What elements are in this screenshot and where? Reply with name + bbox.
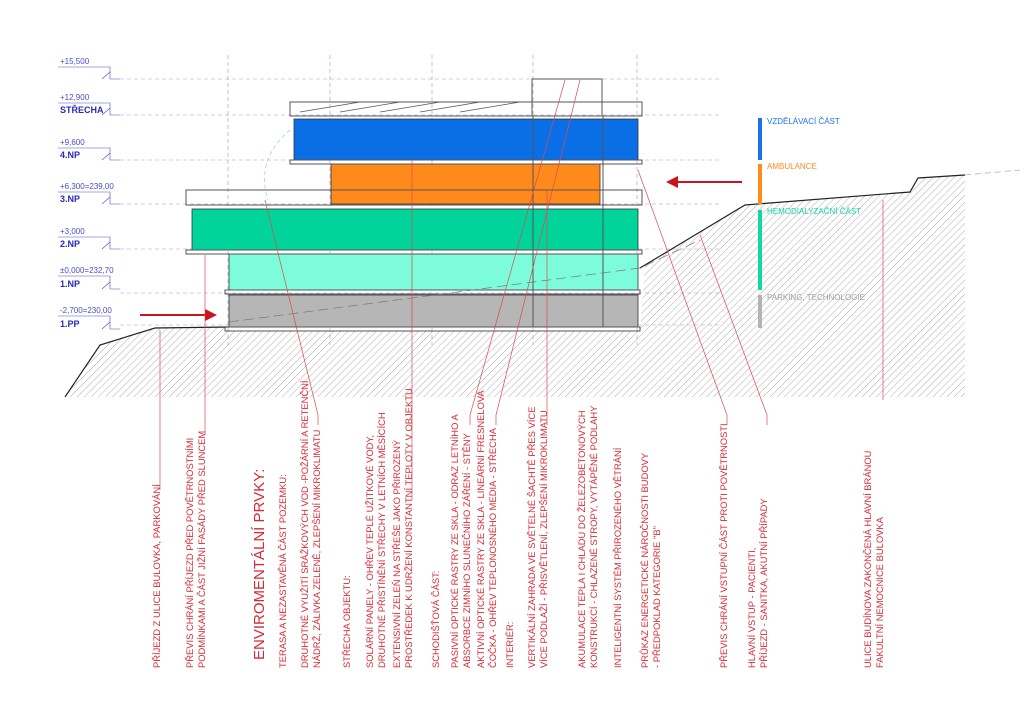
note-previs-south-2: PODMÍNKAMI A ČÁST JIŽNÍ FASÁDY PŘED SLUN… (196, 431, 207, 668)
level-2np: +3,000 2.NP (58, 227, 120, 250)
level-4np: +9,600 4.NP (58, 138, 120, 161)
building-floors (191, 118, 639, 328)
leader-lines (159, 79, 884, 500)
note-aktivni-2: ČOČKA - OHŘEV TEPLONOSNÉHO MEDIA - STŘEC… (487, 427, 498, 668)
structure-outline (185, 78, 701, 332)
level-1np: ±0,000=232,70 1.NP (58, 266, 120, 290)
svg-text:+3,000: +3,000 (60, 227, 85, 236)
note-prijezd: PŘÍJEZD Z ULICE BULOVKA, PARKOVÁNÍ (151, 484, 162, 668)
svg-text:+12,900: +12,900 (60, 93, 90, 102)
note-previs-vstup: PŘEVIS CHRÁNÍ VSTUPNÍ ČÁST PROTI POVĚTRN… (718, 423, 729, 668)
note-prukaz-1: PRŮKAZ ENERGETICKÉ NÁROČNOSTI BUDOVY (639, 452, 650, 668)
legend-bar-parking (758, 295, 762, 328)
note-extensivni-1: EXTENSIVNÍ ZELEŇ NA STŘEŠE JAKO PŘIROZEN… (391, 439, 402, 668)
level-1pp: -2,700=230,00 1.PP (58, 306, 120, 330)
note-vertikalni-2: VÍCE PODLAŽÍ - PŘISVĚTLENÍ, ZLEPŠENÍ MIK… (538, 410, 549, 668)
note-ulice-1: ULICE BUDÍNOVA ZAKONČENÁ HLAVNÍ BRÁNOU (862, 450, 873, 668)
note-pasivni-2: ABSORBCE ZIMNÍHO SLUNEČNÍHO ZÁŘENÍ - STĚ… (461, 432, 472, 668)
legend-bar-education (758, 118, 762, 160)
environmental-notes: PŘÍJEZD Z ULICE BULOVKA, PARKOVÁNÍ PŘEVI… (151, 380, 885, 668)
note-solarni-2: DRUHOTNÉ PŘISTÍNĚNÍ STŘECHY V LETNÍCH MĚ… (376, 412, 387, 668)
svg-text:+15,500: +15,500 (60, 57, 90, 66)
note-vertikalni-1: VERTIKÁLNÍ ZAHRADA VE SVĚTELNÉ ŠACHTĚ PŘ… (526, 407, 537, 668)
svg-text:VZDĚLÁVACÍ ČÁST: VZDĚLÁVACÍ ČÁST (767, 117, 840, 126)
floor-4np (293, 118, 639, 161)
svg-text:-2,700=230,00: -2,700=230,00 (60, 306, 112, 315)
note-hlavni-1: HLAVNÍ VSTUP - PACIENTI, (746, 548, 757, 668)
note-extensivni-2: PROSTŘEDEK K UDRŽENÍ KONSTANTNÍ TEPLOTY … (403, 388, 414, 668)
floor-3np (330, 163, 601, 205)
note-inteligentni: INTELIGENTNÍ SYSTÉM PŘIROZENÉHO VĚTRÁNÍ (612, 447, 623, 668)
svg-text:±0,000=232,70: ±0,000=232,70 (60, 266, 114, 275)
svg-text:1.NP: 1.NP (60, 279, 80, 289)
note-solarni-1: SOLÁRNÍ PANELY - OHŘEV TEPLÉ UŽITKOVÉ VO… (364, 435, 375, 668)
level-15500: +15,500 (58, 57, 120, 80)
svg-text:+6,300=239,00: +6,300=239,00 (60, 182, 114, 191)
note-pasivni-1: PASIVNÍ OPTICKÉ RASTRY ZE SKLA - ODRAZ L… (449, 414, 460, 668)
svg-text:4.NP: 4.NP (60, 150, 80, 160)
floor-1np (228, 253, 639, 291)
function-legend: VZDĚLÁVACÍ ČÁST AMBULANCE HEMODIALYZAČNÍ… (758, 117, 865, 328)
svg-text:3.NP: 3.NP (60, 194, 80, 204)
note-hlavni-2: PŘÍJEZD - SANITKA, AKUTNÍ PŘÍPADY (758, 498, 769, 668)
note-prukaz-2: - PŘEDPOKLAD KATEGORIE "B" (651, 526, 662, 668)
svg-text:+9,600: +9,600 (60, 138, 85, 147)
note-akumulace-2: KONSTRUKCÍ - CHLAZENÉ STROPY, VYTÁPĚNÉ P… (588, 405, 599, 668)
floor-2np (191, 208, 639, 251)
svg-text:STŘECHA: STŘECHA (60, 104, 104, 115)
svg-text:AMBULANCE: AMBULANCE (767, 162, 817, 171)
note-akumulace-1: AKUMULACE TEPLA I CHLADU DO ŽELEZOBETONO… (576, 410, 587, 668)
note-ulice-2: FAKULTNÍ NEMOCNICE BULOVKA (874, 516, 885, 668)
note-previs-south-1: PŘEVIS CHRÁNÍ PŘÍJEZD PŘED POVĚTRNOSTNÍM… (184, 438, 195, 668)
note-aktivni-1: AKTIVNÍ OPTICKÉ RASTRY ZE SKLA - LINEÁRN… (475, 390, 486, 668)
note-terasa: TERASA A NEZASTAVĚNÁ ČÁST POZEMKU: (277, 474, 288, 668)
note-strecha: STŘECHA OBJEKTU: (341, 575, 352, 668)
floor-1pp (228, 294, 639, 328)
svg-text:PARKING, TECHNOLOGIE: PARKING, TECHNOLOGIE (767, 293, 865, 302)
svg-text:HEMODIALYZAČNÍ ČÁST: HEMODIALYZAČNÍ ČÁST (767, 207, 861, 216)
note-druhotne-2: NÁDRŽ, ZÁLIVKA ZELENĚ, ZLEPŠENÍ MIKROKLI… (311, 429, 322, 668)
terrain-line (64, 174, 966, 398)
svg-text:2.NP: 2.NP (60, 239, 80, 249)
svg-text:1.PP: 1.PP (60, 319, 80, 329)
note-schodistova: SCHODIŠŤOVÁ ČÁST: (430, 571, 441, 668)
note-interier: INTERIÉR: (504, 622, 515, 668)
note-druhotne-1: DRUHOTNÉ VYUŽITÍ SRÁŽKOVÝCH VOD -POŽÁRNÍ… (299, 380, 310, 668)
legend-bar-hemodialysis (758, 210, 762, 290)
level-3np: +6,300=239,00 3.NP (58, 182, 120, 205)
legend-bar-ambulance (758, 164, 762, 204)
notes-heading: ENVIROMENTÁLNÍ PRVKY: (251, 469, 268, 660)
